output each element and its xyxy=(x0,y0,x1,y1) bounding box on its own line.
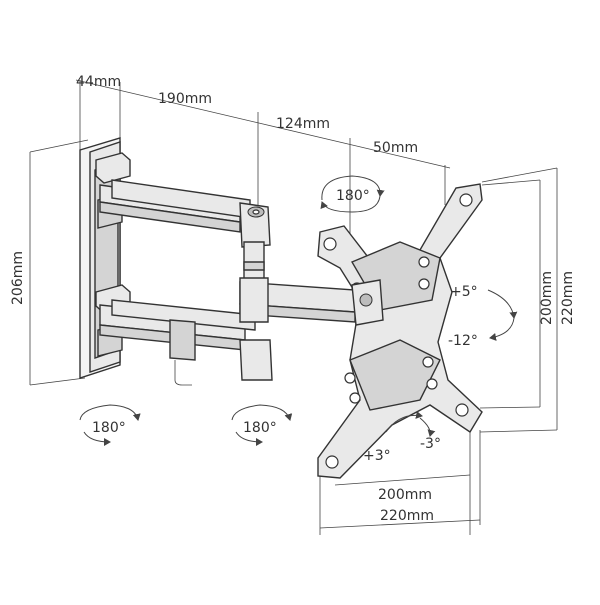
elbow-swivel-indicator: 180° xyxy=(231,404,293,446)
level-plus-label: +3° xyxy=(363,448,391,464)
cable-clip xyxy=(169,319,196,361)
upper-arm xyxy=(99,179,271,248)
wall-plate-height-label: 206mm xyxy=(10,251,26,305)
wall-plate xyxy=(79,137,131,379)
wall-depth-label: 44mm xyxy=(76,74,121,90)
level-indicator: +3° -3° xyxy=(363,410,441,464)
tilt-down-label: -12° xyxy=(448,333,478,349)
lower-arm xyxy=(99,299,273,386)
arm1-length-label: 190mm xyxy=(158,91,212,107)
wall-swivel-label: 180° xyxy=(92,420,126,436)
second-arm xyxy=(239,277,356,323)
top-dimension-line xyxy=(75,79,451,169)
wall-swivel-indicator: 180° xyxy=(79,404,141,446)
vesa-h-inner-label: 200mm xyxy=(378,487,432,503)
head-offset-label: 50mm xyxy=(373,140,418,156)
vesa-v-inner-label: 200mm xyxy=(539,271,555,325)
head-swivel-label: 180° xyxy=(336,188,370,204)
elbow-post xyxy=(243,241,265,283)
vesa-h-outer-label: 220mm xyxy=(380,508,434,524)
vesa-bracket xyxy=(317,183,483,479)
level-minus-label: -3° xyxy=(420,436,441,452)
tilt-up-label: +5° xyxy=(450,284,478,300)
dimension-lines xyxy=(29,79,558,535)
elbow-swivel-label: 180° xyxy=(243,420,277,436)
vesa-v-outer-label: 220mm xyxy=(560,271,576,325)
tilt-indicator: +5° -12° xyxy=(448,284,518,349)
head-swivel-indicator: 180° xyxy=(320,175,385,213)
arm2-length-label: 124mm xyxy=(276,116,330,132)
